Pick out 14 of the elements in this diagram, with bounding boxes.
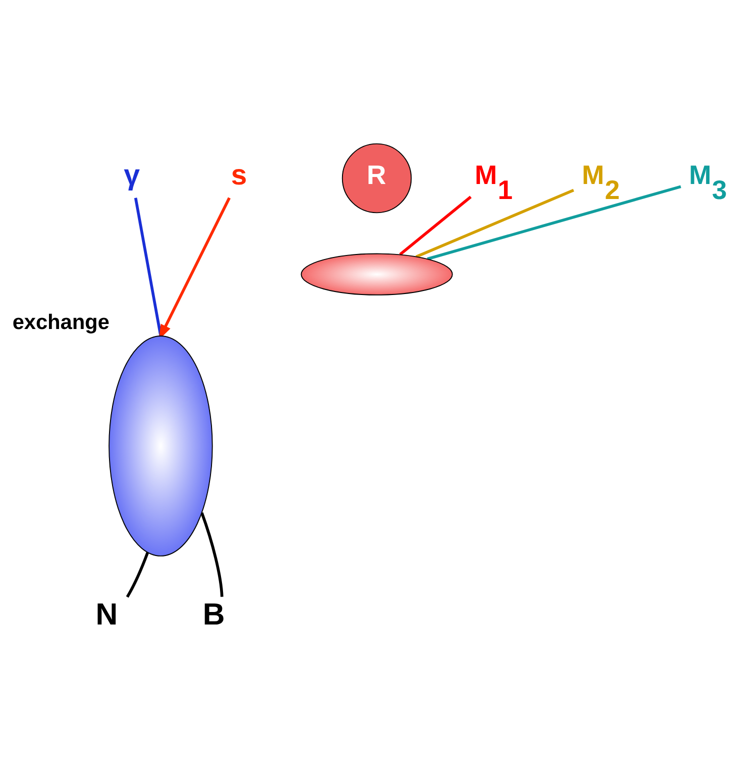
node-text: N	[96, 596, 118, 631]
node-text: B	[202, 596, 225, 631]
node-text: s	[230, 158, 247, 191]
connector	[427, 184, 682, 260]
connector	[134, 197, 162, 336]
connector	[399, 195, 472, 256]
connector	[416, 188, 574, 258]
node-circle: R	[342, 142, 412, 213]
connector	[200, 512, 224, 596]
node-ellipse	[108, 335, 213, 556]
connector	[126, 551, 149, 598]
node-ellipse	[300, 252, 453, 295]
node-label: exchange	[12, 310, 110, 334]
node-text: γ	[124, 158, 140, 191]
